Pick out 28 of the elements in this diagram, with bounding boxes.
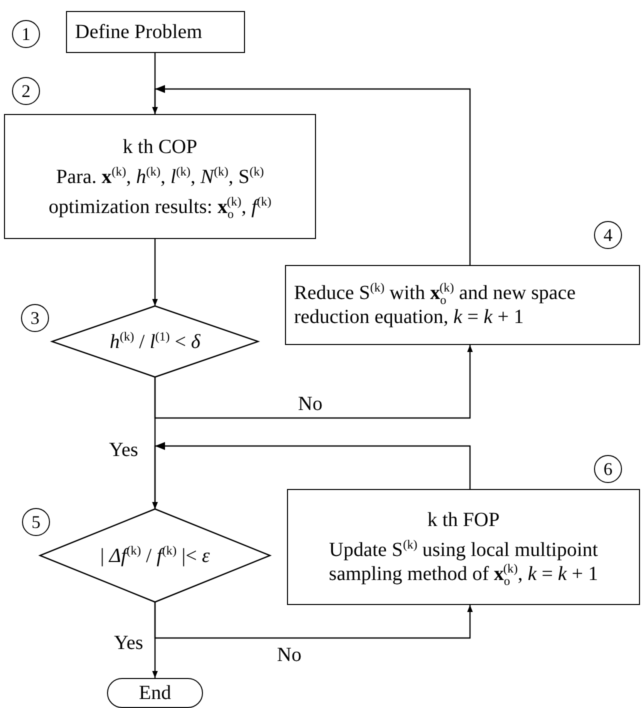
arrow (152, 239, 158, 306)
arrow (152, 442, 471, 509)
process-box (287, 489, 640, 605)
arrow (152, 85, 471, 265)
box-text: Para. x$^{(k)}$, h$^{(k)}$, l$^{(k)}$, N$^{(k)}$, S$^{(k)}$ (56, 162, 264, 190)
box-text: k th FOP (427, 508, 500, 533)
process-box (4, 114, 316, 239)
step-number: 2 (12, 77, 40, 105)
box-text: optimization results: x$_{o}$$^{(k)}$, f$^{(k)}$ (48, 192, 272, 222)
arrow (152, 602, 158, 678)
box-text: Define Problem (75, 20, 202, 45)
arrow (154, 345, 473, 419)
step-number: 3 (21, 304, 49, 332)
box-text: Update S$^{(k)}$ using local multipoint sampling method of x$_{o}$$^{(k)}$, k = k + 1 (328, 536, 600, 589)
condition-text: h$^{(k)}$ / l$^{(1)}$ < δ (110, 328, 200, 354)
decision-diamond (52, 306, 258, 377)
condition-text: | Δf$^{(k)}$ / f$^{(k)}$ |< ε (100, 542, 210, 568)
step-number: 5 (22, 508, 50, 536)
box-text: Reduce S$^{(k)}$ with x$_{o}$$^{(k)}$ and new space reduction equation, k = k + 1 (294, 279, 577, 330)
step-number: 4 (594, 221, 622, 249)
step-number: 1 (12, 20, 40, 48)
step-number: 6 (594, 455, 622, 483)
arrow (154, 602, 473, 639)
box-text: k th COP (122, 134, 198, 160)
process-box (285, 265, 640, 345)
decision-diamond (40, 509, 270, 602)
process-box (66, 11, 245, 53)
end-terminal: End (107, 678, 203, 708)
